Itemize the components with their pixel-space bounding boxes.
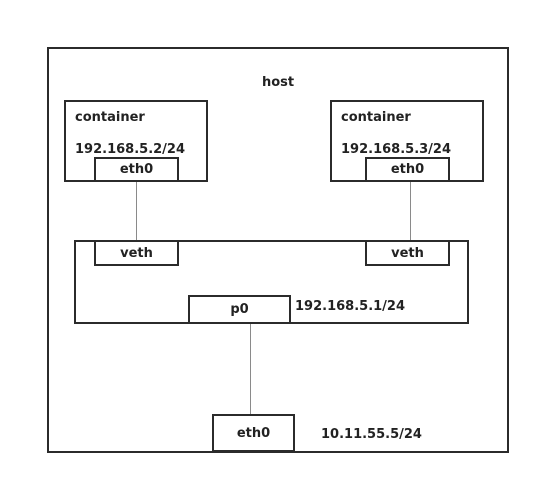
veth-right: veth	[365, 240, 450, 266]
bridge-port-p0: p0	[188, 295, 291, 324]
host-eth0-ip: 10.11.55.5/24	[321, 427, 422, 442]
container-left-eth0: eth0	[94, 157, 179, 182]
link-left-container-to-veth	[136, 182, 137, 241]
link-right-container-to-veth	[410, 182, 411, 241]
container-right-ip: 192.168.5.3/24	[341, 142, 452, 157]
veth-left: veth	[94, 240, 179, 266]
container-right-eth0: eth0	[365, 157, 450, 182]
container-left-label: container	[75, 110, 145, 125]
host-label: host	[262, 75, 295, 90]
container-left-ip: 192.168.5.2/24	[75, 142, 186, 157]
link-p0-to-host-eth0	[250, 324, 251, 414]
container-right-label: container	[341, 110, 411, 125]
bridge-ip: 192.168.5.1/24	[295, 299, 406, 314]
host-eth0: eth0	[212, 414, 295, 452]
